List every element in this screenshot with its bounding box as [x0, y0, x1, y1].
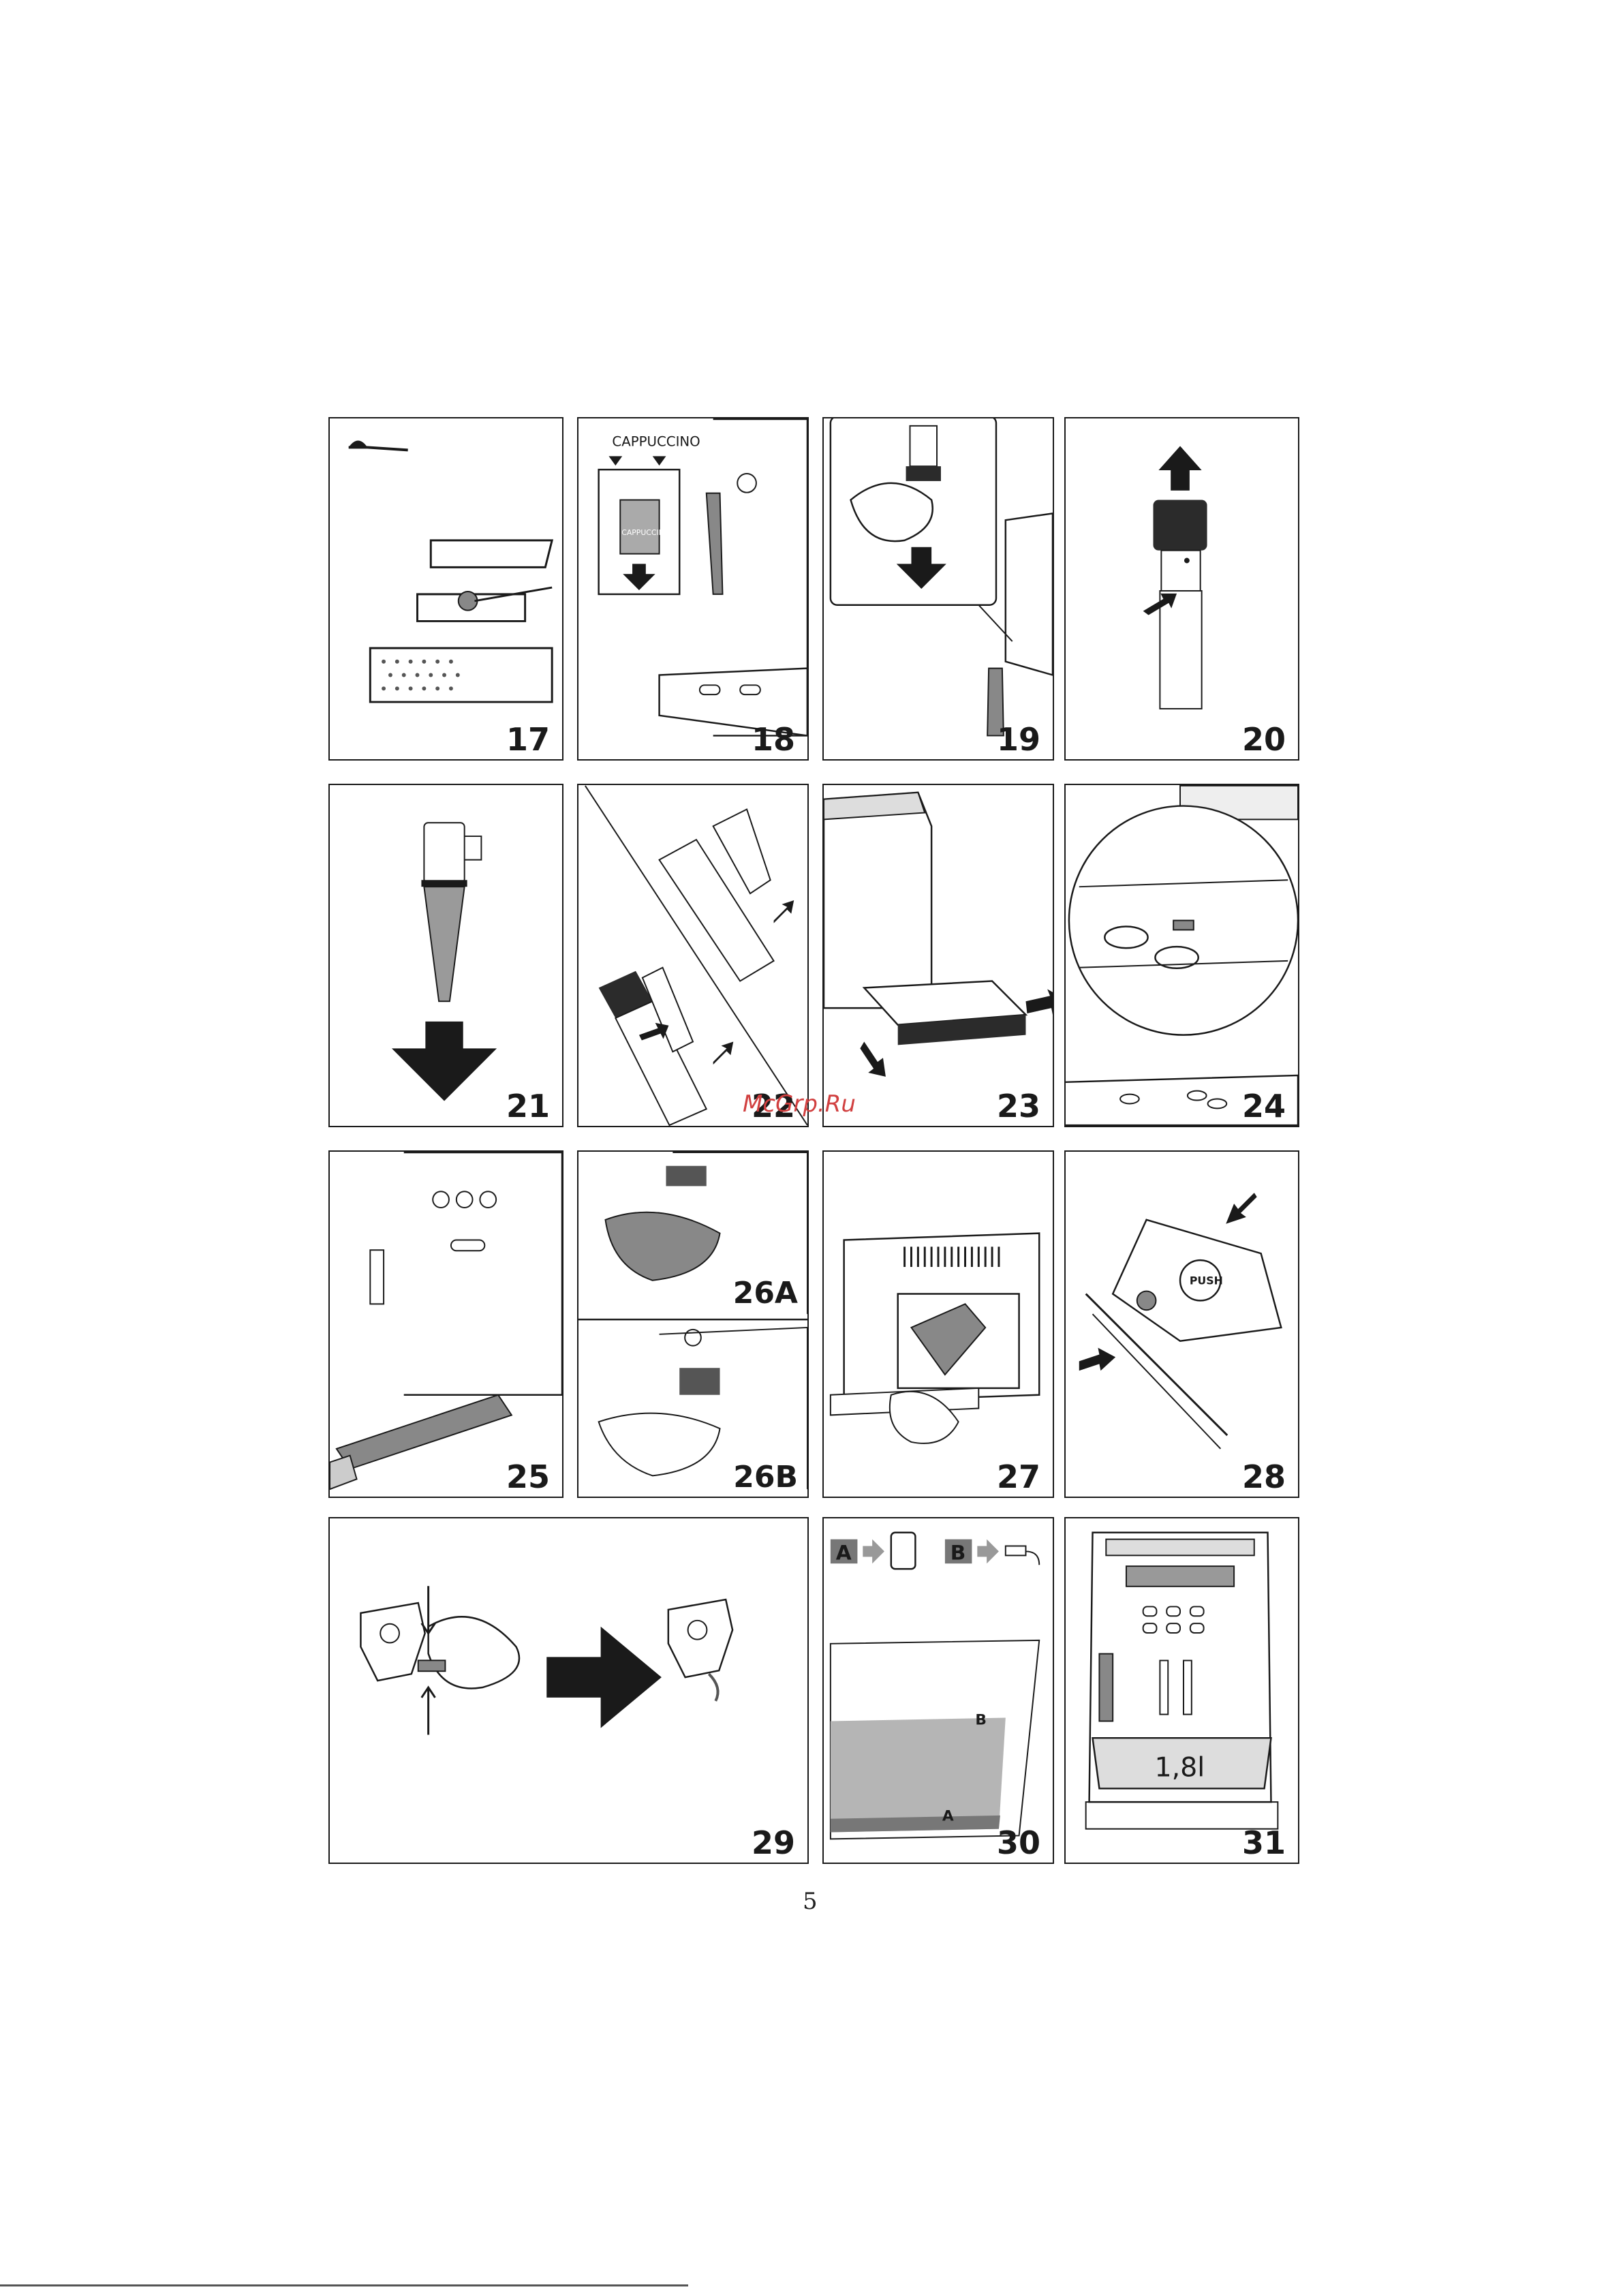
figure-number-26b: 26B: [733, 1463, 798, 1493]
figure-20: 20: [1064, 417, 1299, 761]
spout-cleaning-illustration: [578, 1152, 807, 1497]
figure-28: PUSH 28: [1064, 1150, 1299, 1498]
figure-number: 25: [506, 1461, 550, 1493]
figure-30: A B B A 30: [822, 1517, 1054, 1864]
figure-number: 27: [997, 1461, 1040, 1493]
brew-unit-removal-illustration: [824, 1152, 1053, 1497]
bottom-rule: [0, 2284, 688, 2286]
figure-number: 19: [997, 724, 1040, 755]
svg-text:CAPPUCCINO: CAPPUCCINO: [621, 528, 670, 537]
figure-number: 21: [506, 1090, 550, 1122]
brew-unit-release-illustration: PUSH: [1066, 1152, 1298, 1497]
figure-24: 24: [1064, 784, 1299, 1127]
figure-26: 26A 26B: [577, 1150, 809, 1498]
figure-23: 23: [822, 784, 1054, 1127]
figure-number: 23: [997, 1090, 1040, 1122]
level-b-label: B: [975, 1711, 987, 1728]
drip-tray-removal-illustration: [824, 785, 1053, 1126]
coffee-powder-illustration: [330, 418, 562, 759]
vacuum-cleaning-illustration: [330, 1152, 562, 1497]
watermark: McGrp.Ru: [743, 1090, 856, 1118]
figure-29: 29: [328, 1517, 809, 1864]
water-hardness-test-illustration: A B B A: [824, 1518, 1053, 1863]
figure-number: 18: [752, 724, 795, 755]
brew-unit-lubrication-illustration: [330, 1518, 807, 1863]
figure-number: 17: [506, 724, 550, 755]
figure-17: 17: [328, 417, 563, 761]
figure-22: 22: [577, 784, 809, 1127]
figure-25: 25: [328, 1150, 563, 1498]
figure-27: 27: [822, 1150, 1054, 1498]
float-indicator-illustration: [1066, 785, 1298, 1126]
figure-21: 21: [328, 784, 563, 1127]
cappuccino-label: CAPPUCCINO: [612, 433, 700, 449]
figure-number-26a: 26A: [733, 1279, 798, 1308]
nozzle-separation-illustration: [1066, 418, 1298, 759]
level-a-label: A: [942, 1808, 954, 1825]
nozzle-removal-illustration: [824, 418, 1053, 759]
nozzle-cleaning-illustration: [578, 785, 807, 1126]
figure-number: 28: [1242, 1461, 1286, 1493]
capacity-label: 1,8l: [1154, 1752, 1205, 1784]
step-b-marker: B: [950, 1540, 966, 1564]
figure-19: 19: [822, 417, 1054, 761]
figure-number: 24: [1242, 1090, 1286, 1122]
figure-18: CAPPUCCINO CAPPUCCINO 18: [577, 417, 809, 761]
step-a-marker: A: [836, 1540, 852, 1564]
water-tank-capacity-illustration: 1,8l: [1066, 1518, 1298, 1863]
nozzle-reassembly-illustration: [330, 785, 562, 1126]
figure-number: 30: [997, 1827, 1040, 1858]
figure-31: 1,8l 31: [1064, 1517, 1299, 1864]
figure-number: 31: [1242, 1827, 1286, 1858]
figure-number: 29: [752, 1827, 795, 1858]
page-number: 5: [803, 1888, 818, 1915]
figure-number: 20: [1242, 724, 1286, 755]
cappuccino-nozzle-illustration: CAPPUCCINO CAPPUCCINO: [578, 418, 807, 759]
push-button-label: PUSH: [1190, 1274, 1223, 1287]
